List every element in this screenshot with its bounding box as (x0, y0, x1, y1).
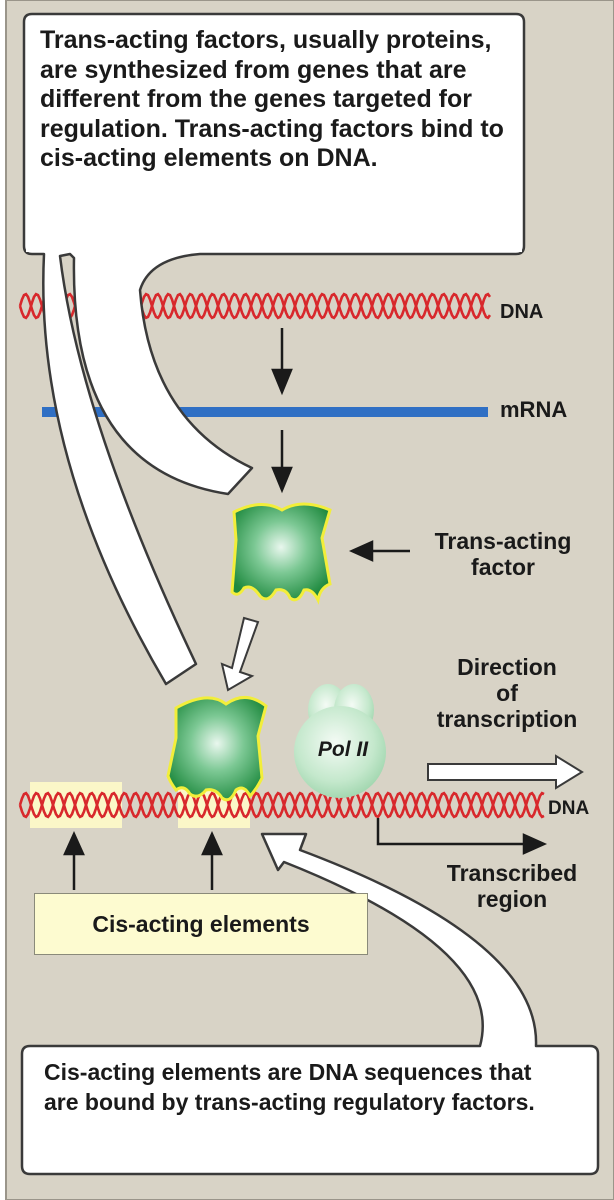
transcribed-region-label-line2: region (476, 886, 548, 912)
arrow-cis-left (63, 830, 85, 890)
pol-ii-enzyme (294, 684, 386, 798)
transcribed-region-label: Transcribed region (412, 860, 612, 912)
direction-label-line2: of (496, 680, 518, 706)
cis-acting-elements-label: Cis-acting elements (92, 910, 310, 937)
arrow-label-to-factor (348, 540, 410, 562)
bottom-callout-text: Cis-acting elements are DNA sequences th… (44, 1059, 535, 1115)
cis-acting-elements-box: Cis-acting elements (34, 893, 368, 955)
arrow-factor-to-dna (220, 616, 260, 692)
bound-factor-protein (166, 696, 268, 802)
trans-acting-factor-label-line1: Trans-acting (434, 528, 572, 554)
arrow-mrna-to-factor (271, 430, 293, 494)
dna-label-bottom: DNA (548, 798, 590, 819)
transcribed-region-label-line1: Transcribed (446, 860, 578, 886)
trans-acting-factor-label: Trans-acting factor (408, 528, 598, 580)
dna-helix-bottom (18, 791, 545, 819)
bottom-callout-bubble (20, 832, 600, 1176)
direction-arrow (427, 754, 584, 790)
direction-label-line1: Direction (457, 654, 557, 680)
arrow-cis-right (201, 830, 223, 890)
dna-strand (18, 791, 545, 819)
trans-acting-factor-protein (230, 502, 332, 605)
transcribed-region-arrow (376, 818, 548, 855)
mrna-label: mRNA (500, 397, 568, 422)
direction-label-line3: transcription (436, 706, 578, 732)
dna-label-top: DNA (500, 301, 544, 323)
pol-ii-label: Pol II (317, 738, 369, 761)
top-callout-text: Trans-acting factors, usually proteins, … (40, 26, 504, 172)
top-callout-bubble (22, 12, 526, 686)
direction-of-transcription-label: Direction of transcription (412, 654, 602, 732)
trans-acting-factor-label-line2: factor (471, 554, 535, 580)
arrow-dna-to-mrna (271, 328, 293, 396)
